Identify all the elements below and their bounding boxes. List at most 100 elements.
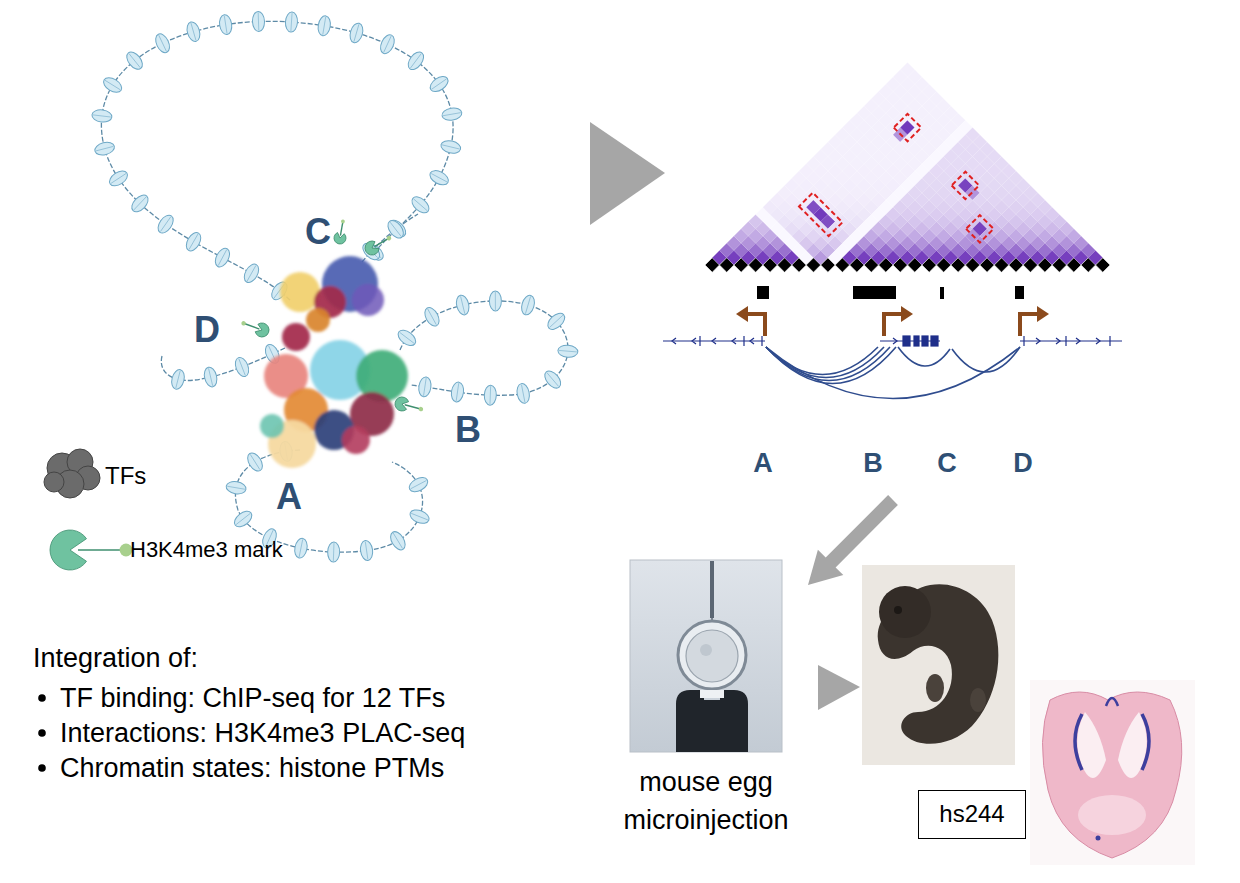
- nucleosomes-part: [327, 542, 340, 562]
- nucleosomes-part: [427, 168, 450, 188]
- nucleosomes-part-part: [209, 368, 213, 386]
- nucleosomes-part-part: [550, 315, 563, 327]
- nucleosomes-part-part: [105, 80, 120, 89]
- nucleosomes-part-part: [124, 49, 146, 72]
- nucleosomes-part: [489, 291, 501, 311]
- embryo-photo-part: [970, 688, 986, 712]
- nucleosomes-part-part: [111, 173, 126, 183]
- nucleosomes-part-part: [160, 217, 170, 232]
- nucleosomes-part-part: [422, 305, 442, 328]
- nucleosomes-part: [245, 450, 266, 473]
- loop-anchor-letter: B: [455, 408, 481, 451]
- h3k4me3-marks-part-part: [241, 320, 247, 326]
- nucleosomes-part-part: [212, 246, 232, 269]
- nucleosomes-part-part: [327, 542, 340, 562]
- tissue-section-part: [1078, 795, 1146, 835]
- nucleosomes-part: [359, 540, 374, 562]
- nucleosomes-part: [422, 305, 442, 328]
- nucleosomes-part-part: [443, 113, 461, 116]
- tissue-section-part: [1096, 836, 1101, 841]
- nucleosomes: [91, 11, 578, 562]
- nucleosomes-part-part: [224, 16, 227, 34]
- nucleosomes-part-part: [455, 294, 471, 316]
- gene-track-part: [1020, 340, 1122, 341]
- nucleosomes-part-part: [134, 197, 146, 210]
- nucleosomes-part-part: [408, 507, 431, 526]
- nucleosomes-part-part: [411, 54, 422, 68]
- tf-legend-icon-part: [44, 472, 64, 492]
- nucleosomes-part-part: [559, 350, 577, 351]
- loop-anchor-letter: A: [276, 475, 302, 518]
- h3k4me3-marks-part: [362, 231, 394, 258]
- nucleosomes-part-part: [176, 371, 180, 388]
- h3k4me3-marks-part-part: [254, 321, 271, 339]
- element-id: hs244: [939, 800, 1005, 829]
- nucleosomes-part-part: [252, 11, 265, 31]
- nucleosomes-part-part: [101, 75, 124, 96]
- nucleosomes-part-part: [247, 265, 256, 281]
- tss-arrows-part: [1037, 306, 1049, 322]
- interaction-arcs-part: [766, 347, 1020, 399]
- nucleosomes-part: [170, 368, 187, 390]
- nucleosomes-part-part: [245, 450, 266, 473]
- chip-peaks-part: [853, 286, 896, 299]
- nucleosomes-part-part: [385, 218, 407, 241]
- tf-cluster-part: [282, 323, 310, 351]
- nucleosomes-part-part: [424, 378, 427, 396]
- mark-legend-icon-part: [50, 530, 132, 570]
- microinjection-photo-part: [678, 621, 746, 689]
- tissue-section-part: [1142, 714, 1149, 770]
- nucleosomes-part: [407, 475, 430, 495]
- element-id-box: hs244: [918, 790, 1026, 839]
- nucleosomes-part-part: [384, 36, 392, 52]
- chip-peaks-part: [757, 286, 769, 299]
- nucleosomes-part-part: [233, 355, 251, 378]
- nucleosomes-part: [183, 230, 203, 253]
- nucleosomes-part-part: [153, 32, 172, 55]
- nucleosomes-part: [348, 22, 365, 45]
- nucleosomes-part: [385, 218, 407, 241]
- tss-arrows-part: [736, 306, 748, 322]
- h3k4me3-marks: [239, 219, 425, 417]
- nucleosomes-part-part: [515, 382, 531, 404]
- tss-arrows-part: [746, 314, 765, 336]
- nucleosomes-part-part: [96, 146, 113, 151]
- nucleosomes-part-part: [218, 14, 233, 36]
- chromatin-fiber: [101, 21, 568, 552]
- gene-track-part: [1065, 336, 1066, 346]
- nucleosomes-part: [212, 246, 232, 269]
- nucleosomes-part-part: [440, 139, 462, 155]
- microinjection-photo-part: [686, 630, 738, 682]
- nucleosomes-part: [441, 107, 463, 122]
- gene-track-part: [1036, 338, 1100, 344]
- loop-highlights: [799, 114, 994, 243]
- embryo-photo-part: [926, 674, 944, 702]
- nucleosomes-part-part: [239, 359, 246, 376]
- loop-anchor-letter: D: [194, 308, 220, 351]
- nucleosomes-part-part: [225, 480, 247, 495]
- nucleosomes-part-part: [409, 194, 432, 216]
- tissue-section-part: [1030, 680, 1195, 865]
- tf-cluster-part: [342, 426, 370, 454]
- nucleosomes-part-part: [191, 23, 196, 40]
- interaction-arcs-part: [898, 347, 950, 366]
- mark-legend-icon: [50, 530, 132, 570]
- gene-track-part: [931, 336, 938, 346]
- tissue-section-part: [1042, 692, 1181, 858]
- gene-track-part: [672, 338, 754, 344]
- chip-peaks-part: [1015, 286, 1024, 299]
- microinjection-photo-part: [676, 690, 748, 752]
- bullet-dots-part: [38, 694, 46, 702]
- nucleosomes-part: [378, 33, 397, 56]
- gene-track-part: [1023, 336, 1024, 346]
- nucleosomes-part-part: [489, 386, 491, 404]
- interaction-arcs: [766, 347, 1020, 399]
- nucleosomes-part-part: [427, 73, 450, 94]
- nucleosomes-part: [545, 310, 568, 332]
- nucleosomes-part: [93, 140, 115, 157]
- embryo-photo: [862, 565, 1015, 765]
- h3k4me3-marks-part: [333, 219, 349, 245]
- nucleosomes-part-part: [427, 168, 450, 188]
- gene-track-part: [903, 336, 910, 346]
